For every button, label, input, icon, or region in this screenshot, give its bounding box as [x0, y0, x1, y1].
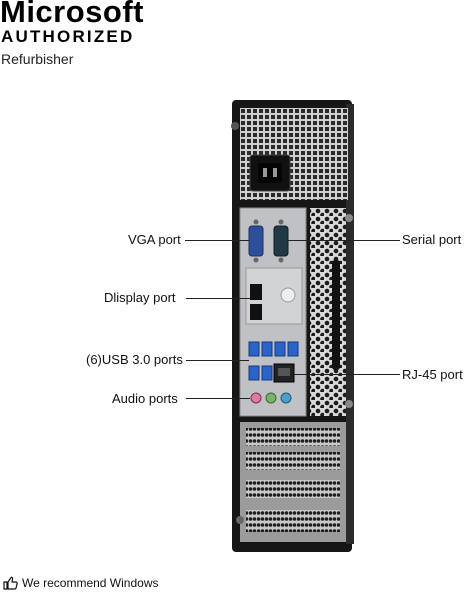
- serial-port-shape: [273, 225, 289, 257]
- leader-display: [186, 298, 250, 299]
- displayport-1: [250, 284, 262, 300]
- leader-serial: [288, 240, 400, 241]
- brand-authorized: AUTHORIZED: [1, 27, 135, 46]
- callout-audio-ports: Audio ports: [112, 391, 178, 406]
- leader-usb: [186, 360, 249, 361]
- displayport-2: [250, 304, 262, 320]
- expansion-slot-4: [246, 510, 340, 532]
- expansion-slot-2: [246, 452, 340, 470]
- expansion-slot-1: [246, 428, 340, 446]
- callout-display-port: Dlisplay port: [104, 290, 176, 305]
- expansion-slot-3: [246, 480, 340, 498]
- usb-ports: [248, 341, 299, 381]
- brand-microsoft: Microsoft: [0, 0, 144, 29]
- callout-rj45-port: RJ-45 port: [402, 367, 463, 382]
- audio-jack-in: [280, 392, 292, 404]
- recommend-windows-text: We recommend Windows: [22, 576, 159, 590]
- leader-audio: [186, 398, 250, 399]
- audio-jack-mic: [250, 392, 262, 404]
- vga-port-shape: [248, 225, 264, 257]
- audio-jack-out: [265, 392, 277, 404]
- callout-usb-ports: (6)USB 3.0 ports: [86, 352, 183, 367]
- brand-refurbisher: Refurbisher: [1, 51, 74, 67]
- thumbs-up-icon: [3, 576, 18, 590]
- leader-rj45: [294, 374, 400, 375]
- leader-vga: [185, 240, 249, 241]
- recommend-windows: We recommend Windows: [2, 575, 159, 591]
- callout-vga-port: VGA port: [128, 232, 181, 247]
- callout-serial-port: Serial port: [402, 232, 462, 247]
